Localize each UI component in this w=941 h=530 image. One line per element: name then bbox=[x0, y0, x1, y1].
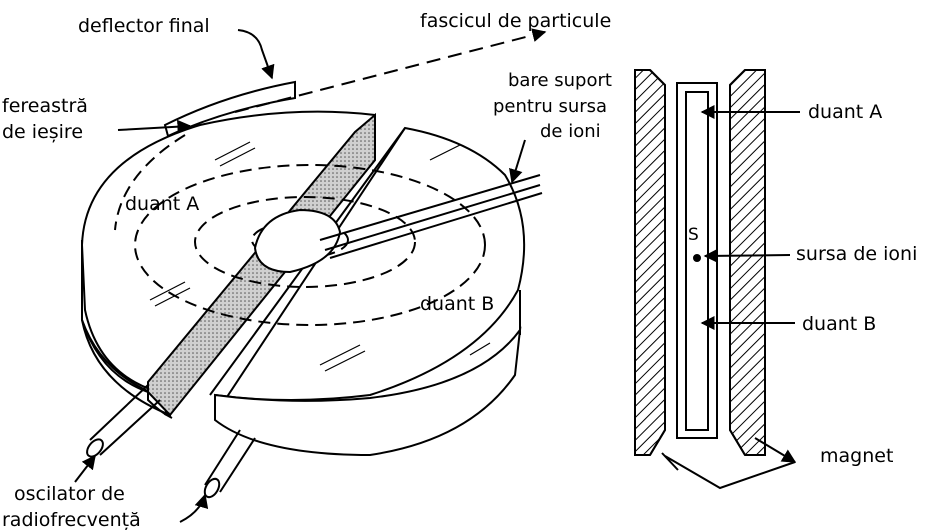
label-bare-3: de ioni bbox=[540, 121, 601, 142]
label-sursa-de-ioni: sursa de ioni bbox=[796, 243, 917, 265]
arrow-oscilator-2 bbox=[179, 493, 209, 523]
rf-cables bbox=[86, 384, 256, 499]
support-rods bbox=[319, 174, 543, 259]
cross-section-view bbox=[634, 69, 795, 490]
label-oscilator-2: radiofrecvență bbox=[2, 509, 141, 530]
deflector-plate bbox=[163, 80, 296, 138]
label-bare-1: bare suport bbox=[508, 70, 612, 91]
magnet-arrows bbox=[661, 437, 795, 490]
label-fereastra-1: fereastră bbox=[2, 95, 88, 117]
label-oscilator-1: oscilator de bbox=[14, 483, 125, 505]
label-magnet: magnet bbox=[820, 445, 893, 467]
particle-beam-line bbox=[234, 28, 547, 113]
ion-source-pod bbox=[253, 208, 342, 274]
label-duant-a-3d: duant A bbox=[125, 193, 199, 215]
label-s-marker: S bbox=[688, 225, 699, 245]
label-duant-a-section: duant A bbox=[808, 101, 882, 123]
cyclotron-3d-view bbox=[80, 28, 547, 499]
magnet-left-pole bbox=[634, 69, 666, 456]
arrow-fereastra bbox=[117, 119, 192, 134]
arrow-deflector bbox=[237, 29, 275, 80]
arrow-oscilator-1 bbox=[74, 454, 96, 483]
surface-shading bbox=[149, 141, 491, 372]
label-deflector-final: deflector final bbox=[78, 15, 210, 37]
ion-source-dot bbox=[693, 254, 701, 262]
label-duant-b-3d: duant B bbox=[420, 293, 494, 315]
magnet-right-pole bbox=[729, 69, 766, 456]
duant-a-top bbox=[80, 110, 376, 416]
duant-b-side-wall bbox=[214, 326, 522, 457]
label-fascicul: fascicul de particule bbox=[420, 10, 611, 32]
label-bare-2: pentru sursa bbox=[493, 96, 607, 117]
arrow-bare bbox=[509, 139, 526, 184]
label-duant-b-section: duant B bbox=[802, 313, 876, 335]
arrow-sursa-de-ioni bbox=[703, 248, 791, 263]
label-fereastra-2: de ieșire bbox=[2, 121, 83, 143]
